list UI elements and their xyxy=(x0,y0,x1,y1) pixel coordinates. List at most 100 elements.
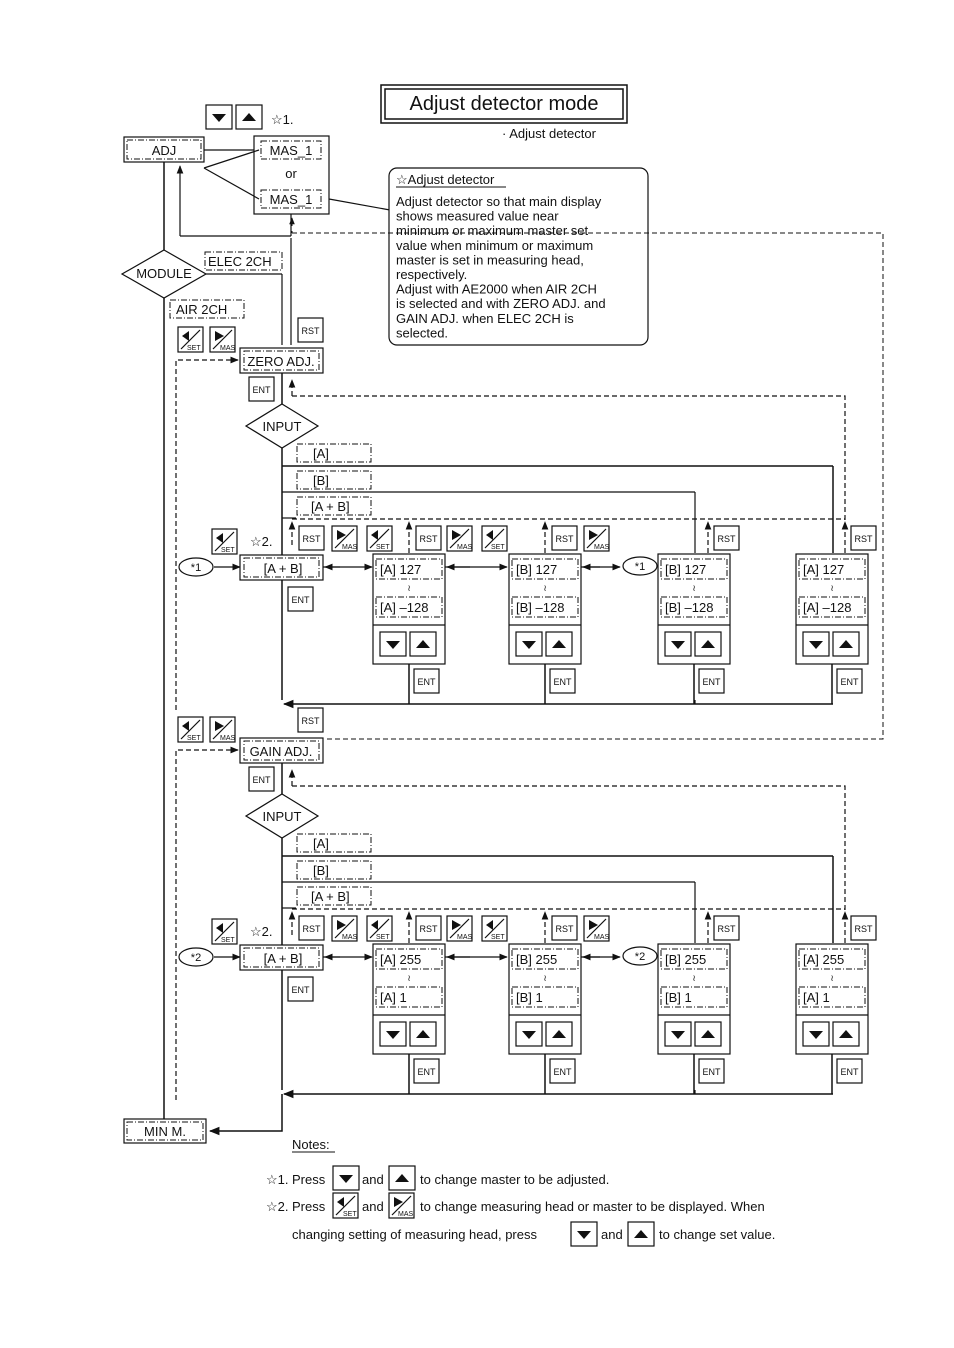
rst-key[interactable] xyxy=(298,915,325,941)
tilde-mark: ≀ xyxy=(830,973,833,983)
ent-key-label: ENT xyxy=(841,1067,860,1077)
down-arrow-icon[interactable] xyxy=(515,1021,543,1047)
elec-2ch-label: ELEC 2CH xyxy=(208,254,272,269)
ent-key[interactable] xyxy=(248,766,275,792)
min-m-box[interactable] xyxy=(123,1118,207,1144)
option-a: [A] xyxy=(313,836,329,851)
ent-key[interactable] xyxy=(287,586,314,612)
selector-box[interactable] xyxy=(239,944,324,971)
note2-set-sub: SET xyxy=(343,1211,357,1218)
tilde-mark: ≀ xyxy=(830,583,833,593)
ent-key[interactable] xyxy=(413,668,440,694)
up-arrow-icon[interactable] xyxy=(545,631,573,657)
ent-key[interactable] xyxy=(287,976,314,1002)
callout-line: respectively. xyxy=(396,267,467,282)
mas-key-icon-sub: MAS xyxy=(220,345,236,352)
ent-key[interactable] xyxy=(248,376,275,402)
set-key-icon-sub: SET xyxy=(221,547,235,554)
rst-key-label: RST xyxy=(303,924,322,934)
zero-adj-box[interactable] xyxy=(239,347,324,374)
ent-key[interactable] xyxy=(549,668,576,694)
rst-key[interactable] xyxy=(713,915,740,941)
note2-text: to change measuring head or master to be… xyxy=(420,1199,765,1214)
callout-line: master is set in measuring head, xyxy=(396,252,584,267)
down-arrow-icon xyxy=(332,1165,360,1191)
up-arrow-icon[interactable] xyxy=(409,1021,437,1047)
input-label: INPUT xyxy=(263,419,302,434)
ent-key[interactable] xyxy=(698,1058,725,1084)
set-key-icon-sub: SET xyxy=(491,934,505,941)
up-arrow-icon[interactable] xyxy=(832,1021,860,1047)
rst-key[interactable] xyxy=(551,915,578,941)
callout-line: GAIN ADJ. when ELEC 2CH is xyxy=(396,311,574,326)
tilde-mark: ≀ xyxy=(543,973,546,983)
down-arrow-icon[interactable] xyxy=(205,104,233,130)
min-m-label: MIN M. xyxy=(144,1124,186,1139)
mas-key-icon-sub: MAS xyxy=(594,934,610,941)
rst-key[interactable] xyxy=(850,525,877,551)
rst-key-label: RST xyxy=(718,534,737,544)
down-arrow-icon xyxy=(570,1221,598,1247)
rst-key[interactable] xyxy=(551,525,578,551)
rst-key[interactable] xyxy=(297,707,324,733)
rst-key-label: RST xyxy=(303,534,322,544)
rst-key-label: RST xyxy=(556,534,575,544)
note2-and: and xyxy=(362,1199,384,1214)
ent-key[interactable] xyxy=(413,1058,440,1084)
note2-mas-sub: MAS xyxy=(398,1211,414,1218)
zero-adj-label: ZERO ADJ. xyxy=(247,354,314,369)
rst-key[interactable] xyxy=(713,525,740,551)
callout-line: minimum or maximum master set xyxy=(396,223,589,238)
ent-key[interactable] xyxy=(698,668,725,694)
up-arrow-icon[interactable] xyxy=(832,631,860,657)
or-label: or xyxy=(285,166,297,181)
ent-key-label: ENT xyxy=(554,677,573,687)
rst-key[interactable] xyxy=(415,525,442,551)
down-arrow-icon[interactable] xyxy=(664,1021,692,1047)
module-decision xyxy=(120,249,208,299)
input-label: INPUT xyxy=(263,809,302,824)
rst-key-label: RST xyxy=(556,924,575,934)
ent-key[interactable] xyxy=(836,1058,863,1084)
module-label: MODULE xyxy=(136,266,192,281)
panel-max-value: [B] 255 xyxy=(665,952,706,967)
mas-1-bottom: MAS_1 xyxy=(270,192,313,207)
panel-min-value: [A] 1 xyxy=(803,990,830,1005)
note1-text: to change master to be adjusted. xyxy=(420,1172,609,1187)
rst-key[interactable] xyxy=(297,317,324,343)
up-arrow-icon[interactable] xyxy=(694,1021,722,1047)
rst-key[interactable] xyxy=(415,915,442,941)
down-arrow-icon[interactable] xyxy=(802,1021,830,1047)
rst-key[interactable] xyxy=(850,915,877,941)
ent-key[interactable] xyxy=(549,1058,576,1084)
marker-oval xyxy=(178,557,214,577)
note2-mark: ☆2. xyxy=(266,1199,289,1214)
mas-1-top: MAS_1 xyxy=(270,143,313,158)
up-arrow-icon[interactable] xyxy=(235,104,263,130)
down-arrow-icon[interactable] xyxy=(515,631,543,657)
note1-mark: ☆1. xyxy=(266,1172,289,1187)
down-arrow-icon[interactable] xyxy=(379,631,407,657)
ent-key[interactable] xyxy=(836,668,863,694)
air-2ch-label: AIR 2CH xyxy=(176,302,227,317)
panel-min-value: [B] –128 xyxy=(516,600,564,615)
down-arrow-icon[interactable] xyxy=(664,631,692,657)
ent-key-label: ENT xyxy=(703,677,722,687)
note3-text: changing setting of measuring head, pres… xyxy=(292,1227,537,1242)
up-arrow-icon[interactable] xyxy=(409,631,437,657)
marker-label: *1 xyxy=(191,562,201,574)
panel-min-value: [A] 1 xyxy=(380,990,407,1005)
up-arrow-icon[interactable] xyxy=(545,1021,573,1047)
selector-label: [A + B] xyxy=(264,951,303,966)
note2-press: Press xyxy=(292,1199,326,1214)
rst-key-label: RST xyxy=(855,534,874,544)
panel-max-value: [A] 255 xyxy=(803,952,844,967)
adj-label: ADJ xyxy=(152,143,177,158)
option-ab: [A + B] xyxy=(311,499,350,514)
down-arrow-icon[interactable] xyxy=(802,631,830,657)
rst-key[interactable] xyxy=(298,525,325,551)
up-arrow-icon[interactable] xyxy=(694,631,722,657)
down-arrow-icon[interactable] xyxy=(379,1021,407,1047)
